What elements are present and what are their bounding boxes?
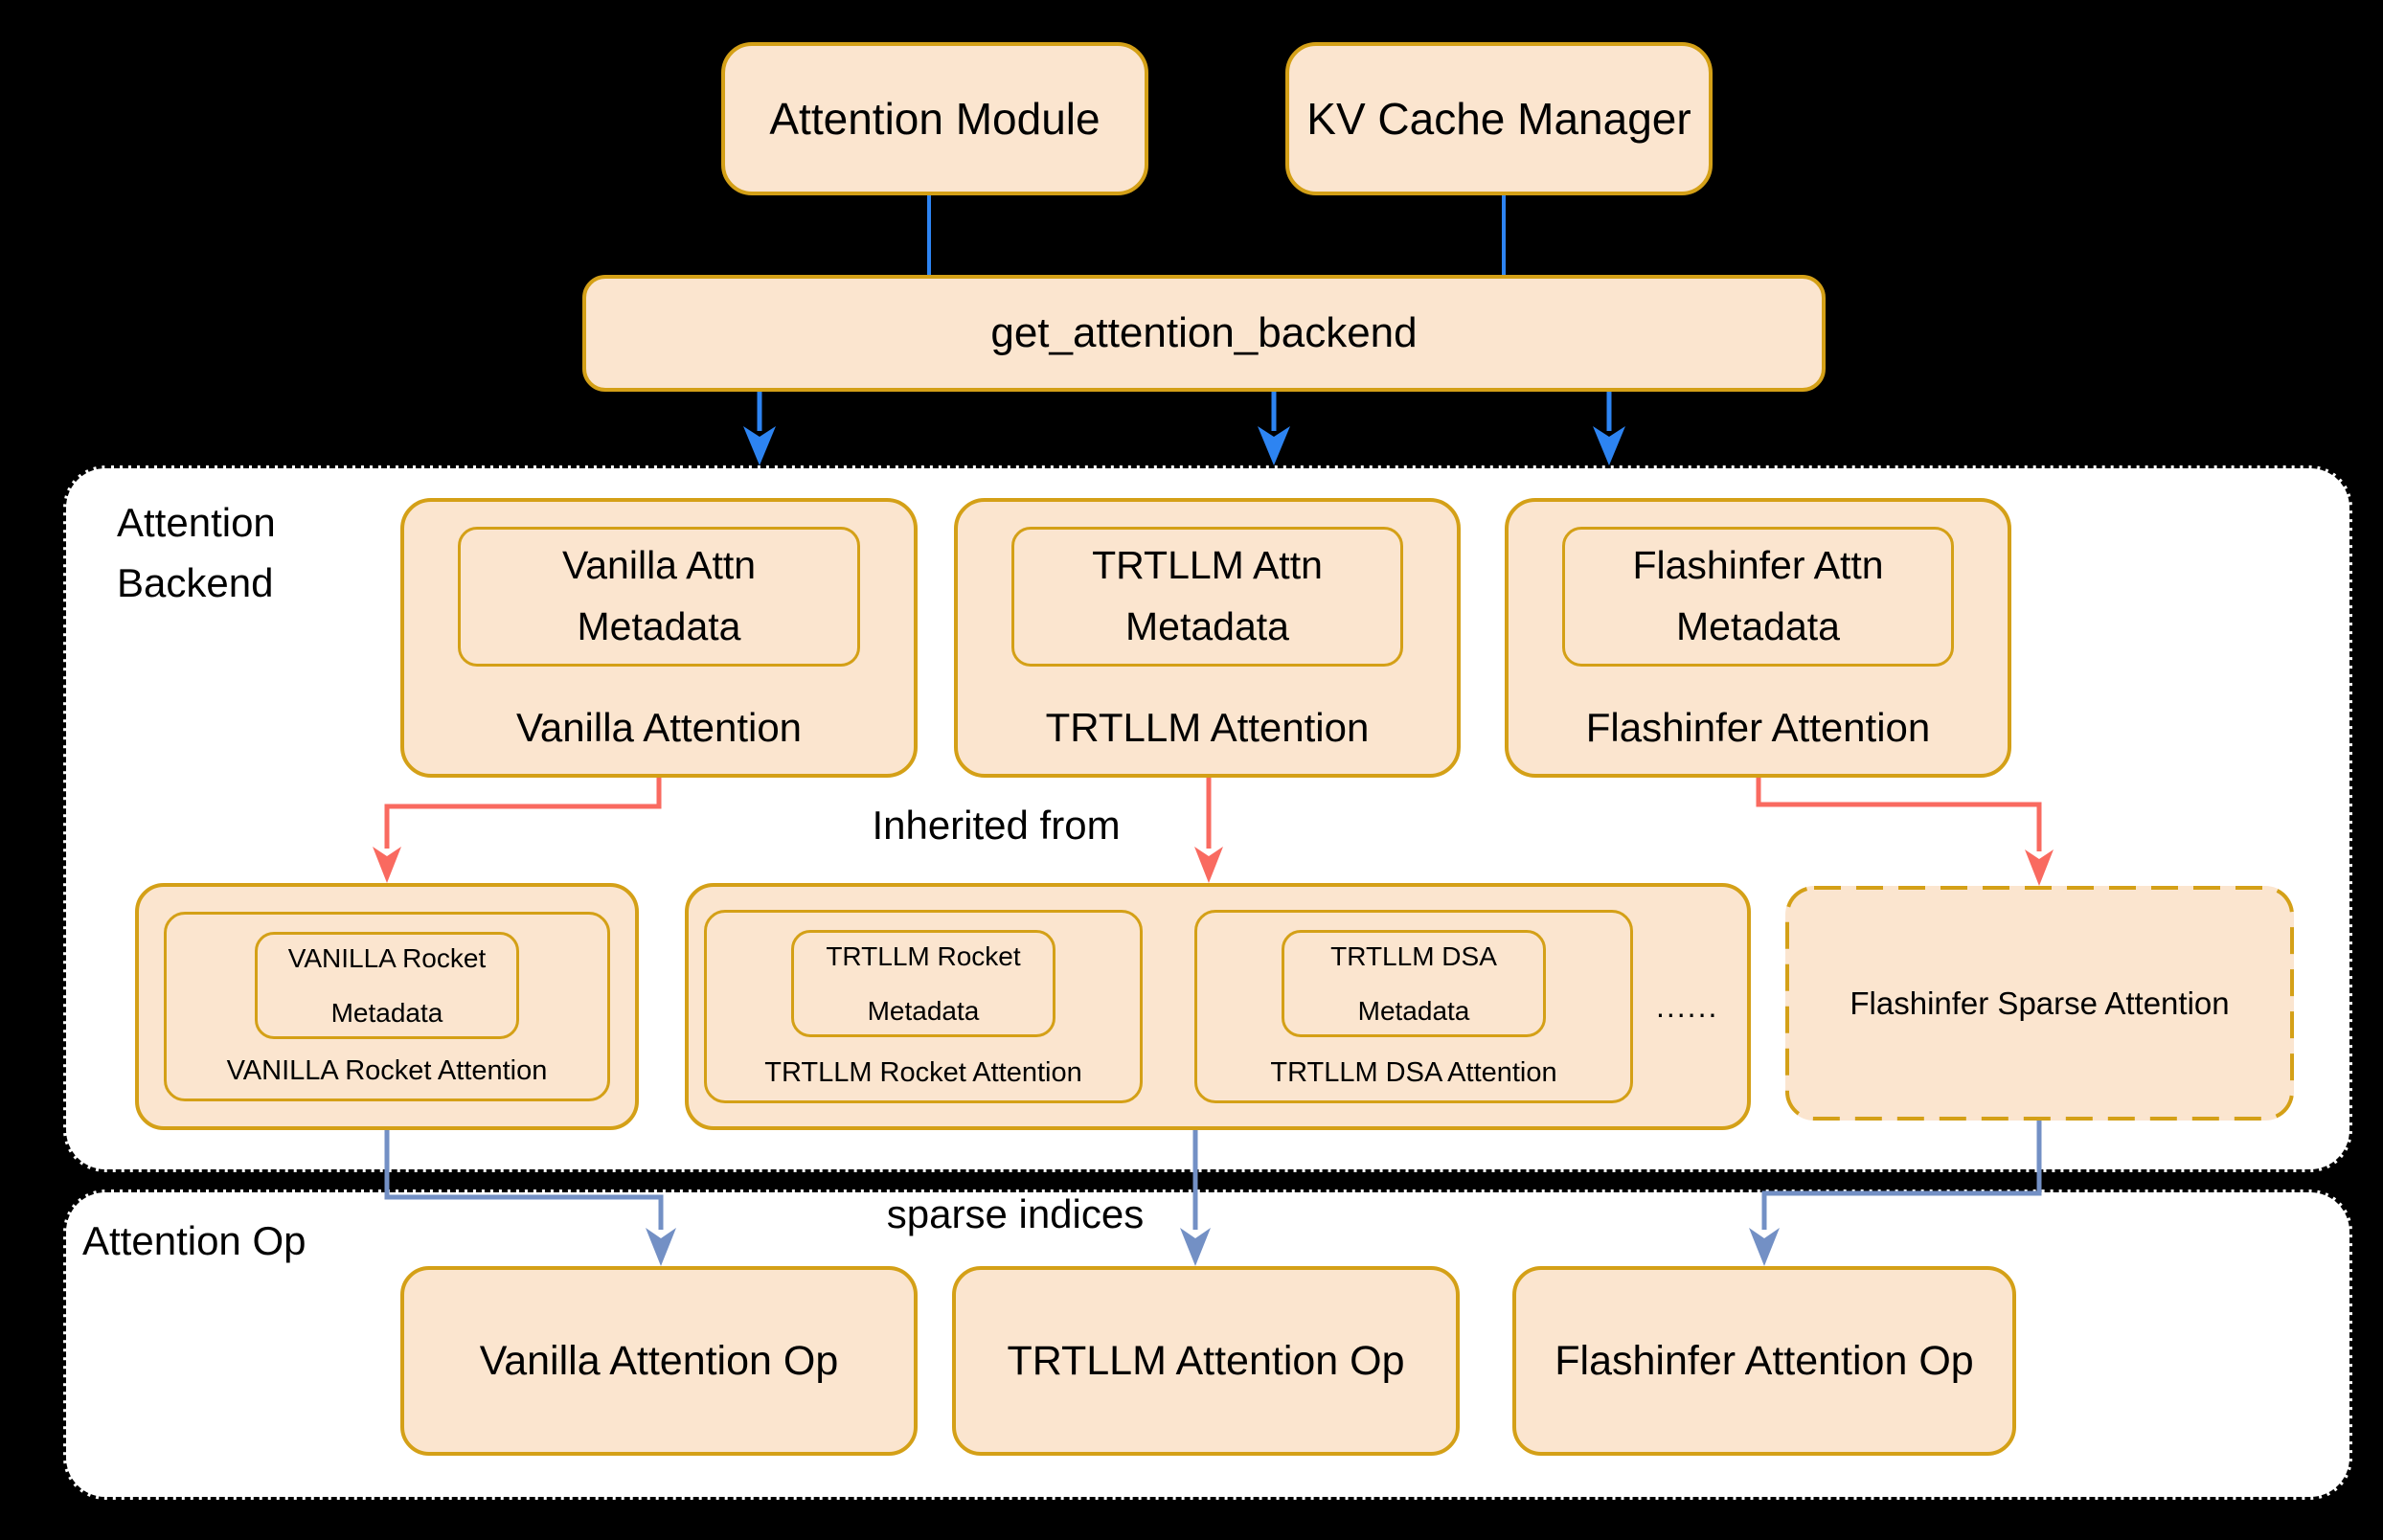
kv-cache-manager-node: KV Cache Manager: [1285, 42, 1713, 195]
vanilla-attention-op-node: Vanilla Attention Op: [400, 1266, 918, 1456]
blue-link-lines: [927, 195, 1506, 275]
blue-arrows: [743, 392, 1625, 465]
attention-backend-region-label: Attention Backend: [117, 500, 276, 605]
vanilla-rocket-attention-label: VANILLA Rocket Attention: [226, 1055, 548, 1086]
flashinfer-attention-op-node: Flashinfer Attention Op: [1512, 1266, 2016, 1456]
trtllm-dsa-attention-label: TRTLLM DSA Attention: [1270, 1057, 1557, 1088]
trtllm-attention-op-label: TRTLLM Attention Op: [1007, 1337, 1405, 1384]
vanilla-rocket-attention-node: VANILLA Rocket Metadata VANILLA Rocket A…: [164, 912, 610, 1101]
group-spacer: [1143, 910, 1194, 1103]
dashed-border: [1785, 886, 2294, 1121]
trtllm-attn-metadata-node: TRTLLM Attn Metadata: [1011, 527, 1403, 667]
trtllm-attention-op-node: TRTLLM Attention Op: [952, 1266, 1460, 1456]
attention-module-label: Attention Module: [769, 94, 1101, 144]
flashinfer-attention-op-label: Flashinfer Attention Op: [1555, 1337, 1974, 1384]
get-attention-backend-label: get_attention_backend: [990, 309, 1418, 356]
trtllm-rocket-metadata-node: TRTLLM Rocket Metadata: [791, 930, 1055, 1037]
ellipsis-more-backends: ......: [1656, 988, 1719, 1024]
flashinfer-attn-metadata-node: Flashinfer Attn Metadata: [1562, 527, 1954, 667]
trtllm-derived-group: TRTLLM Rocket Metadata TRTLLM Rocket Att…: [685, 883, 1751, 1130]
vanilla-attention-op-label: Vanilla Attention Op: [479, 1337, 839, 1384]
trtllm-dsa-attention-node: TRTLLM DSA Metadata TRTLLM DSA Attention: [1194, 910, 1633, 1103]
flashinfer-attention-label: Flashinfer Attention: [1585, 705, 1931, 750]
inherited-from-label: Inherited from: [872, 803, 1121, 848]
trtllm-attention-node: TRTLLM Attn Metadata TRTLLM Attention: [954, 498, 1461, 778]
kv-cache-manager-label: KV Cache Manager: [1306, 94, 1691, 144]
trtllm-rocket-attention-label: TRTLLM Rocket Attention: [764, 1057, 1082, 1088]
vanilla-attn-metadata-node: Vanilla Attn Metadata: [458, 527, 860, 667]
trtllm-rocket-attention-node: TRTLLM Rocket Metadata TRTLLM Rocket Att…: [704, 910, 1143, 1103]
flashinfer-attention-node: Flashinfer Attn Metadata Flashinfer Atte…: [1505, 498, 2011, 778]
vanilla-rocket-metadata-node: VANILLA Rocket Metadata: [255, 932, 519, 1039]
vanilla-attention-node: Vanilla Attn Metadata Vanilla Attention: [400, 498, 918, 778]
sparse-indices-label: sparse indices: [886, 1191, 1145, 1236]
vanilla-attention-label: Vanilla Attention: [515, 705, 803, 750]
trtllm-dsa-metadata-node: TRTLLM DSA Metadata: [1282, 930, 1546, 1037]
flashinfer-sparse-attention-node: Flashinfer Sparse Attention: [1785, 886, 2294, 1121]
attention-module-node: Attention Module: [721, 42, 1148, 195]
flashinfer-sparse-attention-label: Flashinfer Sparse Attention: [1850, 985, 2230, 1021]
trtllm-attention-label: TRTLLM Attention: [1045, 705, 1370, 750]
attention-op-region-label: Attention Op: [82, 1218, 306, 1263]
vanilla-rocket-group: VANILLA Rocket Metadata VANILLA Rocket A…: [135, 883, 639, 1130]
get-attention-backend-node: get_attention_backend: [582, 275, 1826, 392]
